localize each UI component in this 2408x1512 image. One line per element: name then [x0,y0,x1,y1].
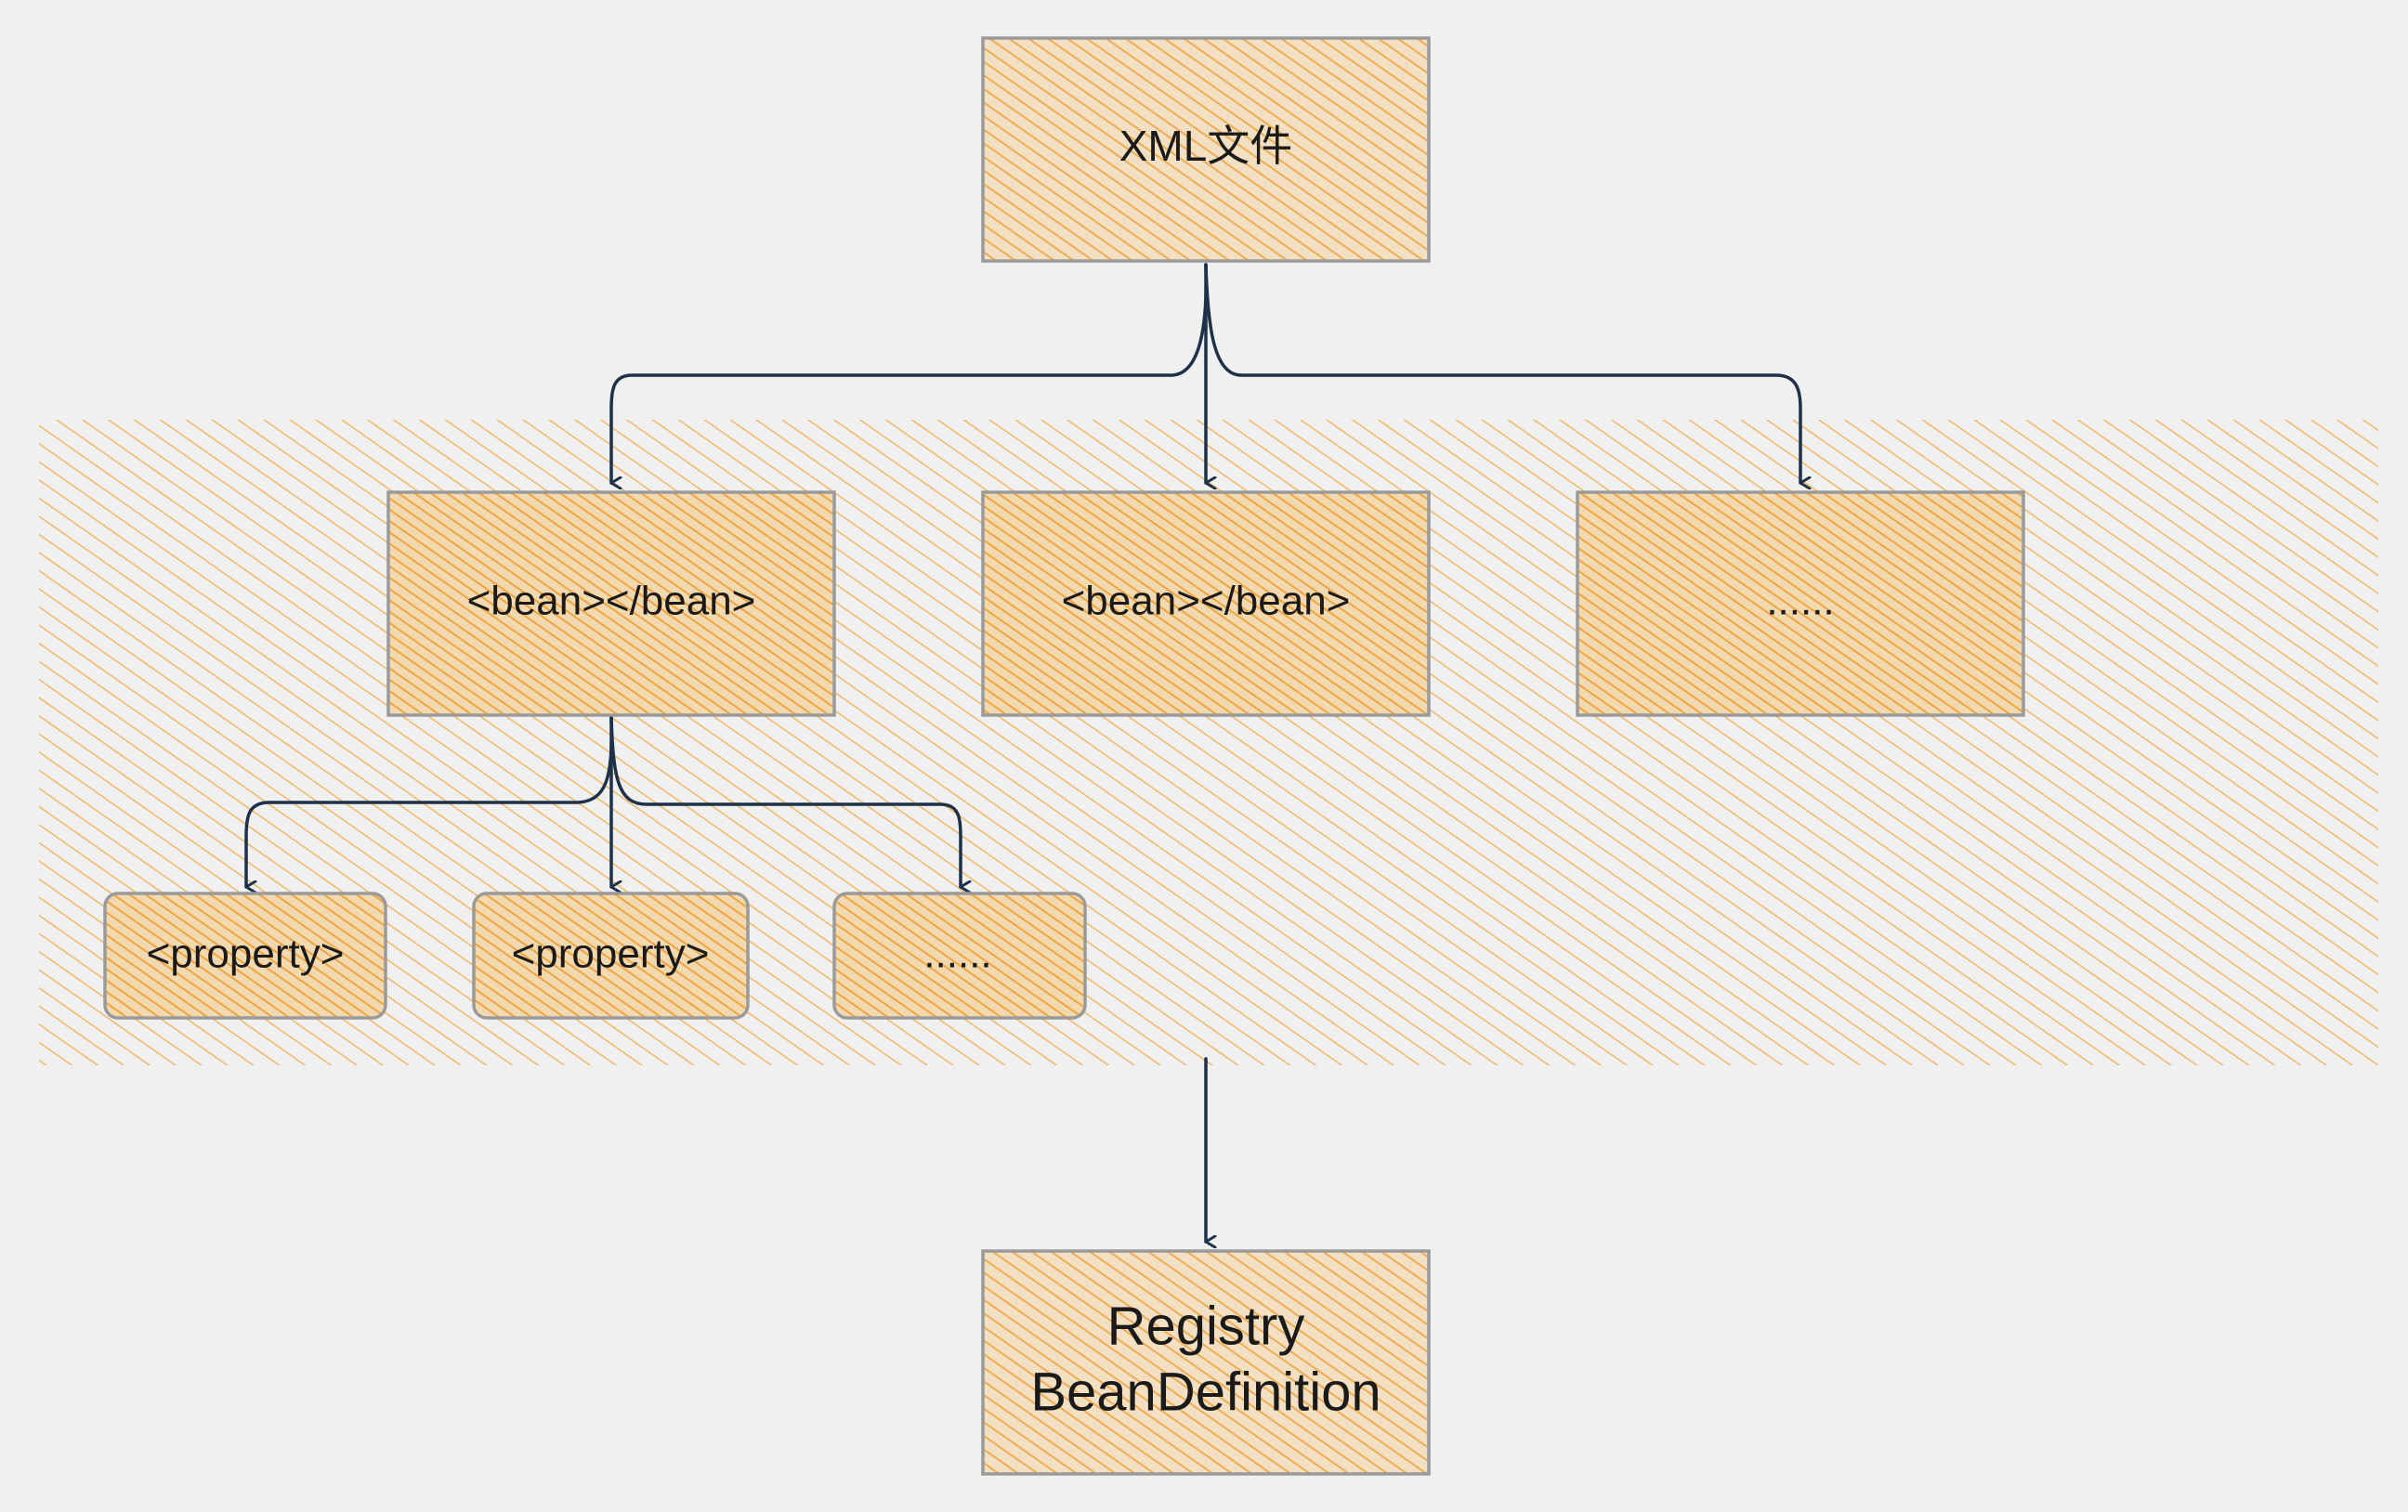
registry-label-line2: BeanDefinition [1030,1362,1381,1422]
xml-file-label: XML文件 [1119,122,1293,170]
property-label-1: <property> [147,932,345,977]
bean-border-3 [1576,490,2025,717]
bean-label-2: <bean></bean> [1062,579,1351,624]
bean-border-1 [386,490,836,717]
property-node-3: ...... [832,892,1087,1020]
property-box-2 [474,893,748,1018]
bean-label-3: ...... [1766,579,1834,624]
property-border-3 [832,892,1087,1020]
bean-node-3: ...... [1576,490,2025,717]
registry-label-line1: Registry [1107,1296,1305,1356]
bean-box-3 [1577,492,2023,715]
property-label-2: <property> [512,932,710,977]
edge-root-to-bean-3 [1204,263,1800,483]
property-node-2: <property> [472,892,750,1020]
registry-node: Registry BeanDefinition [981,1249,1431,1476]
registry-border [981,1249,1431,1476]
property-border-1 [103,892,387,1020]
bean-box-1 [388,492,834,715]
xml-file-box [983,38,1429,261]
bean-label-1: <bean></bean> [467,579,756,624]
bean-border-2 [981,490,1431,717]
bean-node-1: <bean></bean> [386,490,836,717]
property-border-2 [472,892,750,1020]
bean-box-2 [983,492,1429,715]
property-box-3 [834,893,1085,1018]
edge-bean-to-property-3 [609,715,961,887]
bean-to-properties-edges [244,715,961,887]
property-label-3: ...... [923,932,991,977]
registry-box [983,1251,1429,1474]
root-to-beans-edges [609,263,1800,483]
bean-node-2: <bean></bean> [981,490,1431,717]
property-node-1: <property> [103,892,387,1020]
xml-file-border [981,36,1431,263]
xml-file-node: XML文件 [981,36,1431,263]
property-box-1 [105,893,386,1018]
